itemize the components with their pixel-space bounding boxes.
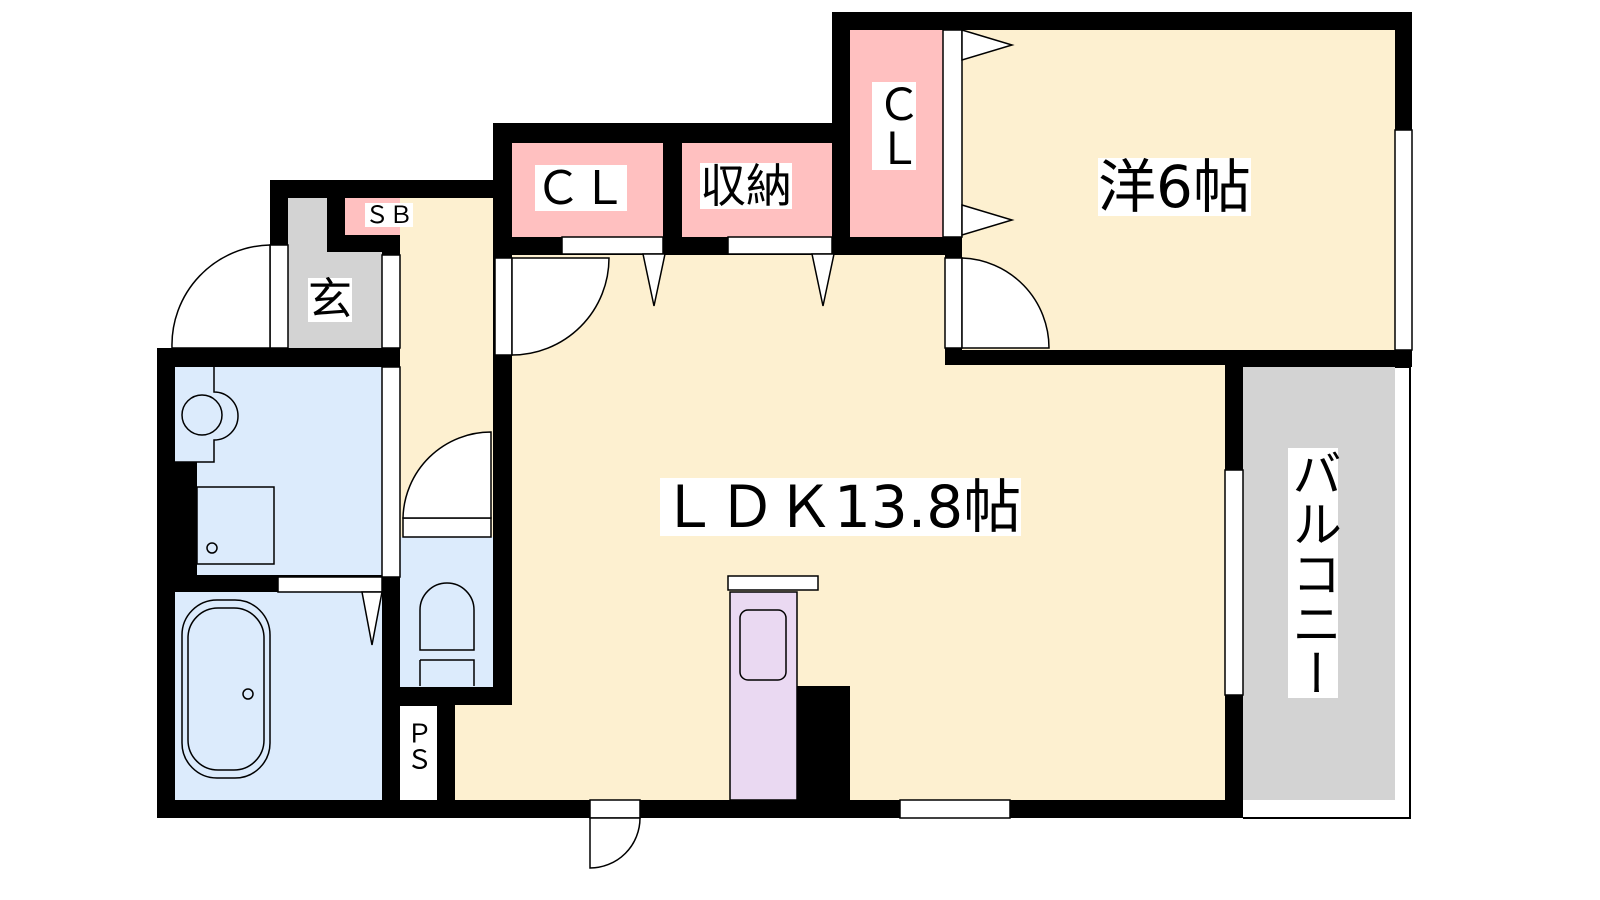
closet-tall-label: ＣＬ: [869, 82, 920, 170]
sink-icon: [739, 609, 787, 681]
ldk-lower-area: [455, 705, 515, 800]
ldk-area: [512, 365, 1225, 800]
entrance-door-icon: [171, 244, 271, 349]
washroom-area: [175, 367, 382, 575]
toilet-door-icon: [402, 431, 492, 519]
hall-door-icon: [511, 257, 610, 356]
closet-top-label: ＣＬ: [535, 161, 627, 215]
washing-machine-space-icon: [196, 486, 275, 565]
ldk-label: ＬＤＫ13.8帖: [660, 473, 1022, 541]
entrance-label: 玄: [308, 274, 352, 325]
bathroom-area: [175, 592, 382, 800]
balcony-label: バルコニー: [1284, 448, 1342, 698]
western-room-label: 洋6帖: [1098, 153, 1251, 221]
bathtub-icon: [181, 599, 271, 779]
shoe-box-label: ＳＢ: [365, 201, 413, 229]
western-door-icon: [961, 257, 1050, 349]
washbasin-icon: [175, 367, 239, 463]
pipe-space-label: ＰＳ: [402, 720, 432, 772]
storage-label: 収納: [700, 159, 792, 213]
toilet-icon: [419, 582, 475, 686]
toilet-area: [400, 537, 493, 687]
exterior-door-icon: [589, 817, 641, 869]
